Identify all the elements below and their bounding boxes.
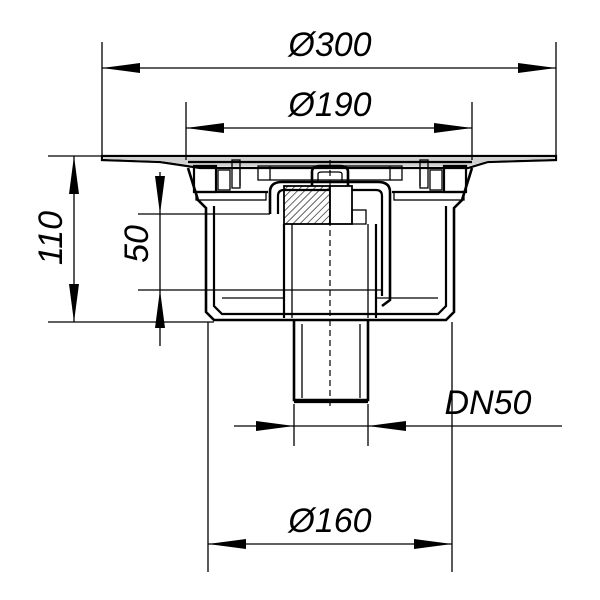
odour-trap (268, 164, 392, 308)
label-outlet-size: DN50 (445, 384, 532, 422)
drain-body (100, 154, 558, 408)
dim-outlet-size (234, 404, 562, 446)
dimension-lines (48, 42, 562, 572)
top-flange (100, 154, 558, 170)
label-total-height: 110 (32, 211, 70, 265)
label-top-diameter: Ø300 (287, 26, 371, 64)
outlet-spigot (292, 320, 370, 404)
dim-inner-height (138, 172, 278, 346)
clamp-ring-right (392, 159, 468, 201)
label-inner-height: 50 (118, 225, 156, 263)
label-body-diameter: Ø160 (287, 502, 371, 540)
clamp-ring-left (192, 159, 268, 201)
dim-grate-diameter (185, 102, 473, 160)
dim-body-diameter (207, 322, 453, 572)
dim-total-height (48, 155, 214, 323)
label-grate-diameter: Ø190 (287, 86, 371, 124)
dim-top-diameter (101, 42, 557, 156)
